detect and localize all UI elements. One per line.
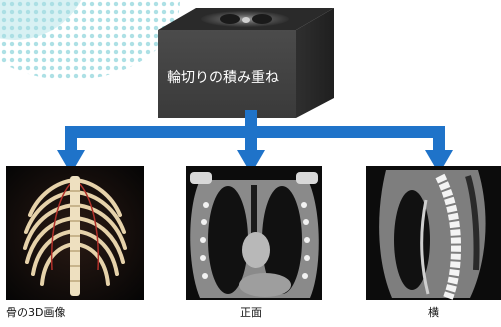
coronal-ct-image — [186, 166, 322, 300]
image-label-front: 正面 — [240, 306, 262, 320]
ct-slice-stack-icon — [158, 8, 334, 118]
cube-label: 輪切りの積み重ね — [155, 68, 291, 88]
ribcage-3d-image — [6, 166, 144, 300]
image-label-side: 横 — [428, 306, 439, 320]
connector-arrows — [57, 110, 453, 174]
sagittal-ct-image — [366, 166, 501, 300]
image-label-3d-bone: 骨の3D画像 — [6, 306, 65, 320]
